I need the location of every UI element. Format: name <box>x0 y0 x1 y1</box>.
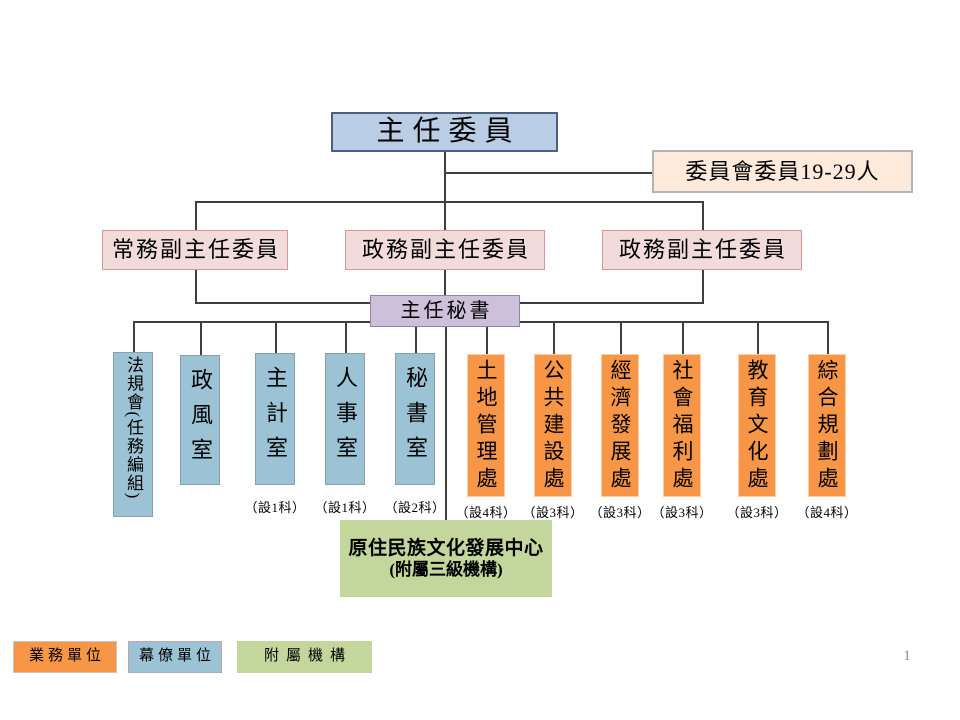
dept-note-economic: （設3科） <box>589 505 651 520</box>
connector-chairman-down <box>444 152 446 230</box>
dept-box-accounting-office: 主計室 <box>255 353 295 485</box>
connector-drop-10 <box>757 321 759 354</box>
connector-drop-8 <box>620 321 622 354</box>
connector-deputy-left-down <box>195 270 197 304</box>
dept-box-secretariat-office: 秘書室 <box>395 353 435 485</box>
org-box-culture-development-center: 原住民族文化發展中心 (附屬三級機構) <box>340 520 552 597</box>
connector-deputy-right-down <box>702 270 704 304</box>
connector-secretary-right <box>520 302 703 304</box>
dept-box-comprehensive-planning: 綜合規劃處 <box>808 354 846 497</box>
org-box-deputy-political-2: 政務副主任委員 <box>602 230 802 270</box>
dept-note-secretariat: （設2科） <box>384 500 446 515</box>
connector-drop-11 <box>827 321 829 354</box>
dept-box-ethics-office: 政風室 <box>180 355 220 485</box>
dept-box-social-welfare: 社會福利處 <box>663 354 701 497</box>
legend-staff-units: 幕僚單位 <box>128 641 222 673</box>
org-box-chief-secretary: 主任秘書 <box>370 295 520 327</box>
connector-drop-2 <box>200 321 202 355</box>
connector-secretary-left <box>195 302 371 304</box>
org-box-deputy-standing: 常務副主任委員 <box>102 230 288 270</box>
dept-box-public-construction: 公共建設處 <box>534 354 572 497</box>
center-box-subtitle: (附屬三級機構) <box>389 559 503 579</box>
org-box-committee-members: 委員會委員19-29人 <box>652 150 913 193</box>
dept-note-land: （設4科） <box>455 505 517 520</box>
connector-drop-5 <box>415 321 417 353</box>
dept-note-education: （設3科） <box>726 505 788 520</box>
connector-secretary-to-center <box>445 327 447 520</box>
dept-note-construction: （設3科） <box>522 505 584 520</box>
connector-to-committee <box>444 172 652 174</box>
page-number: 1 <box>903 648 911 664</box>
connector-drop-6 <box>486 321 488 354</box>
connector-drop-9 <box>682 321 684 354</box>
legend-business-units: 業務單位 <box>13 641 117 673</box>
org-box-deputy-political-1: 政務副主任委員 <box>345 230 545 270</box>
dept-box-land-management: 土地管理處 <box>467 354 505 497</box>
dept-note-personnel: （設1科） <box>314 500 376 515</box>
dept-box-personnel-office: 人事室 <box>325 353 365 485</box>
dept-note-accounting: （設1科） <box>244 500 306 515</box>
connector-deputy-right-drop <box>702 201 704 230</box>
connector-deputy-mid-down <box>444 270 446 295</box>
legend-affiliated-agencies: 附屬機構 <box>237 641 372 673</box>
connector-drop-1 <box>133 321 135 353</box>
connector-deputies-rail <box>195 201 703 203</box>
connector-drop-4 <box>345 321 347 353</box>
dept-box-economic-development: 經濟發展處 <box>601 354 639 497</box>
dept-box-education-culture: 教育文化處 <box>738 354 776 497</box>
connector-deputy-left-drop <box>195 201 197 230</box>
connector-drop-3 <box>275 321 277 353</box>
org-box-chairman: 主任委員 <box>331 112 558 152</box>
dept-box-legal-affairs: 法規會(任務編組) <box>113 352 153 517</box>
connector-drop-7 <box>553 321 555 354</box>
center-box-title: 原住民族文化發展中心 <box>348 537 544 559</box>
dept-note-planning: （設4科） <box>796 505 858 520</box>
dept-note-welfare: （設3科） <box>651 505 713 520</box>
